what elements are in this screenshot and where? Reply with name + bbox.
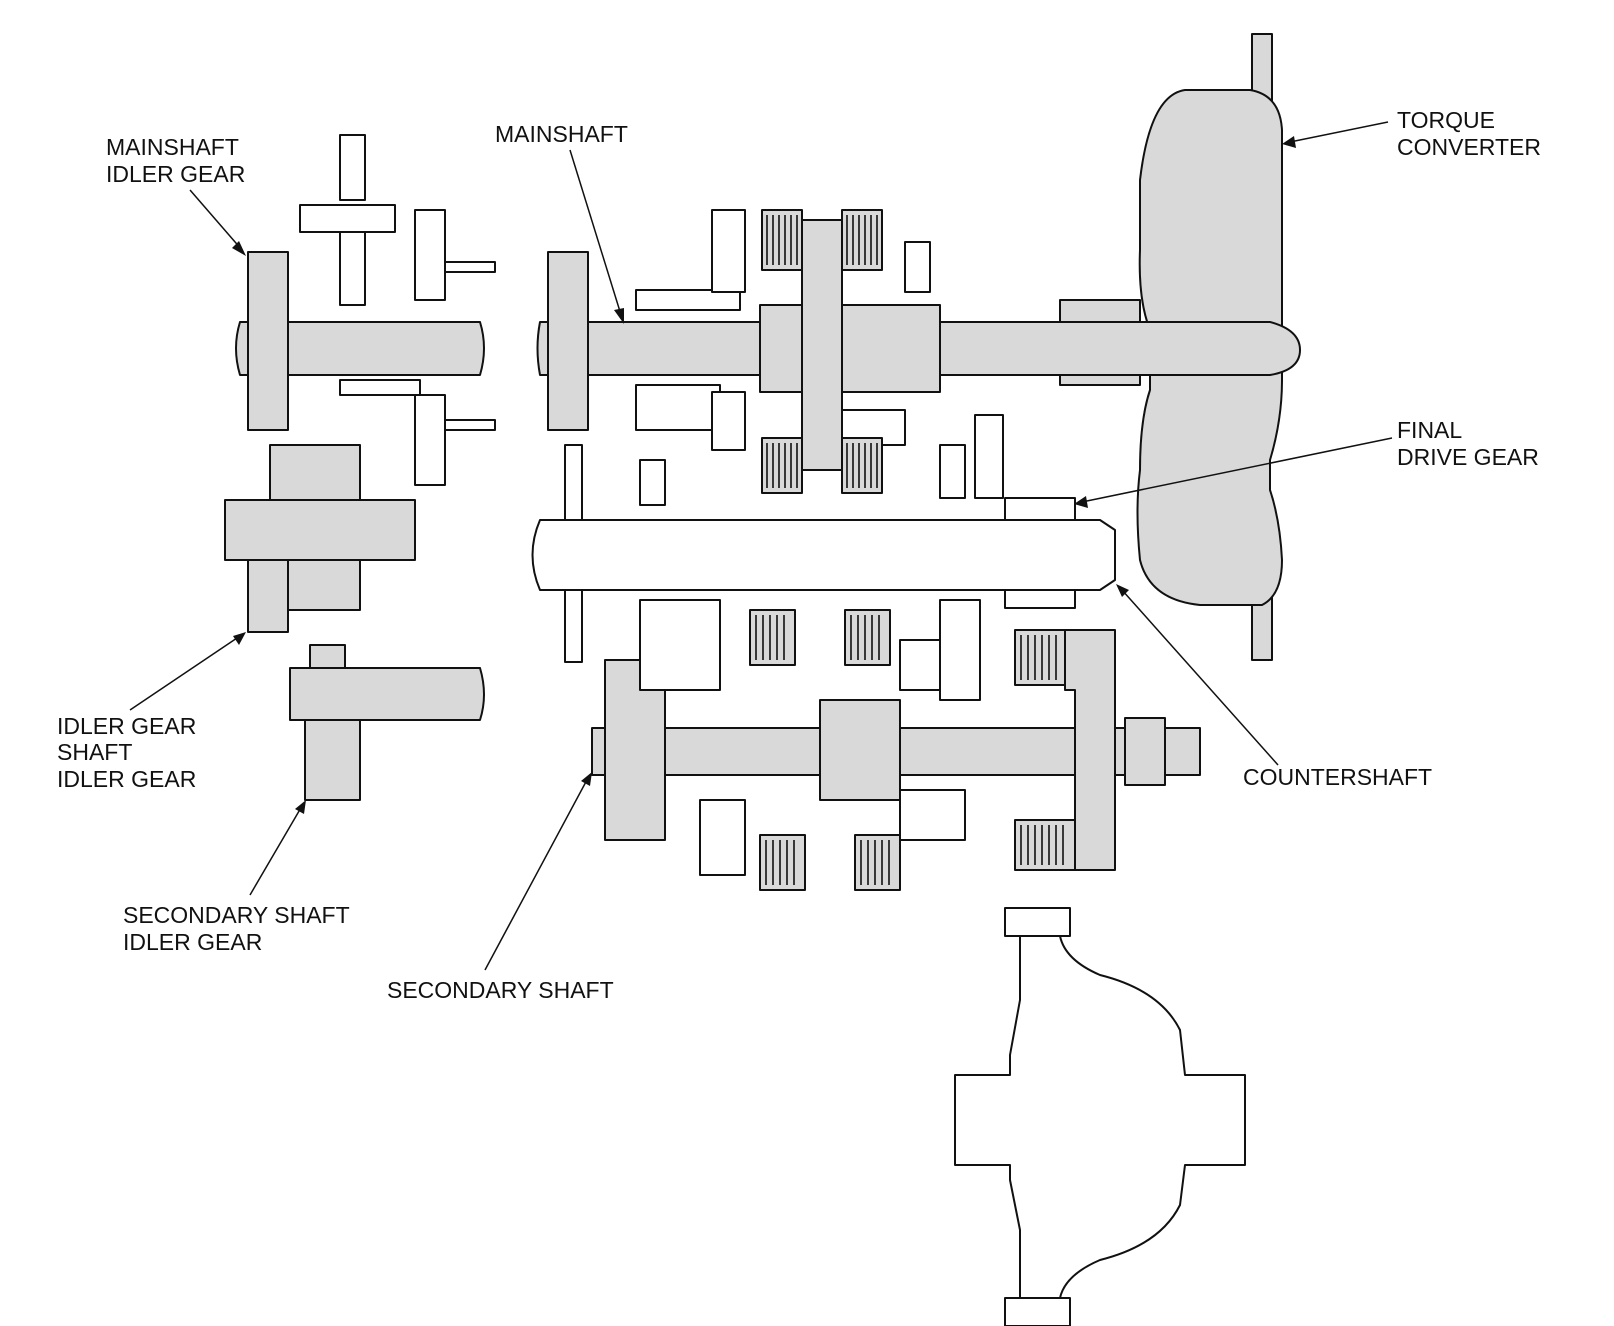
- label-secondary-shaft-idler-gear: SECONDARY SHAFT IDLER GEAR: [123, 902, 356, 955]
- leader-lines: [129, 121, 1393, 971]
- secondary-shaft: [591, 659, 1201, 841]
- leader-final-drive-gear: [1081, 437, 1393, 503]
- arrowhead-torque-converter: [1282, 136, 1296, 148]
- mainshaft: [536, 304, 1301, 393]
- label-countershaft: COUNTERSHAFT: [1243, 764, 1432, 790]
- leader-countershaft: [1121, 589, 1279, 766]
- arrowhead-mainshaft-idler-gear: [232, 241, 246, 256]
- lower-gear-housings: [639, 599, 981, 876]
- label-torque-converter: TORQUE CONVERTER: [1397, 107, 1541, 160]
- labels: MAINSHAFT IDLER GEAR MAINSHAFT TORQUE CO…: [57, 107, 1541, 1003]
- countershaft: [531, 414, 1116, 663]
- arrowhead-final-drive-gear: [1074, 496, 1088, 508]
- leader-secondary-shaft: [484, 777, 589, 971]
- label-mainshaft-idler-gear: MAINSHAFT IDLER GEAR: [106, 134, 245, 187]
- leader-mainshaft: [569, 149, 623, 319]
- lower-clutch-packs: [749, 609, 1116, 891]
- arrowhead-secondary-shaft: [581, 772, 592, 786]
- label-idler-gear-shaft-idler-gear: IDLER GEAR SHAFT IDLER GEAR: [57, 713, 203, 792]
- arrowhead-mainshaft: [614, 308, 624, 324]
- arrowhead-secondary-shaft-idler-gear: [295, 800, 306, 814]
- label-final-drive-gear: FINAL DRIVE GEAR: [1397, 417, 1539, 470]
- upper-clutch-packs: [761, 209, 883, 494]
- left-mainshaft-section: [235, 134, 496, 486]
- label-secondary-shaft: SECONDARY SHAFT: [387, 977, 614, 1003]
- leader-torque-converter: [1289, 121, 1389, 143]
- leader-mainshaft-idler-gear: [189, 189, 243, 251]
- leader-idler-gear-shaft-idler-gear: [129, 635, 241, 711]
- label-mainshaft: MAINSHAFT: [495, 121, 628, 147]
- arrowhead-idler-gear-shaft-idler-gear: [233, 632, 246, 645]
- left-idler-gear-shaft-section: [224, 444, 416, 633]
- differential: [954, 907, 1246, 1326]
- arrowhead-countershaft: [1116, 584, 1129, 597]
- leader-secondary-shaft-idler-gear: [249, 805, 303, 896]
- mainshaft-gear-cluster: [547, 209, 931, 451]
- left-secondary-shaft-section: [289, 644, 485, 801]
